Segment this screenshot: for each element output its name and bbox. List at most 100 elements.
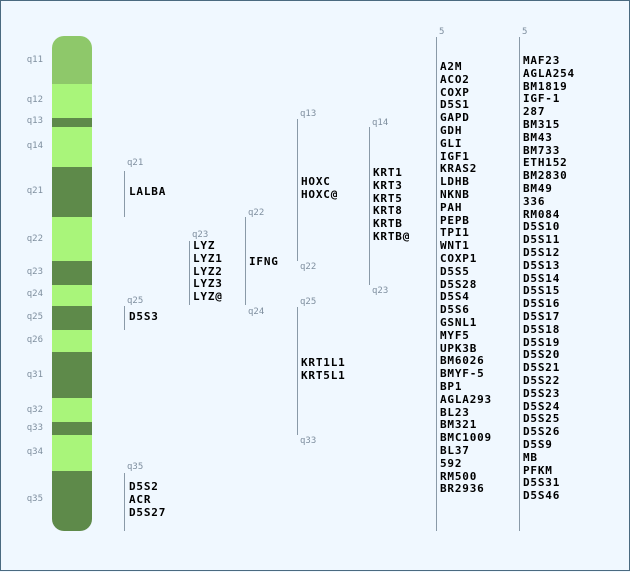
gene-label[interactable]: LYZ bbox=[193, 239, 216, 252]
gene-label[interactable]: D5S22 bbox=[523, 373, 561, 387]
gene-label[interactable]: COXP bbox=[440, 85, 470, 99]
gene-label[interactable]: COXP1 bbox=[440, 251, 478, 265]
gene-label[interactable]: RM500 bbox=[440, 469, 478, 483]
gene-label[interactable]: ACR bbox=[129, 492, 152, 506]
gene-label[interactable]: BL37 bbox=[440, 443, 470, 457]
gene-label[interactable]: 592 bbox=[440, 456, 463, 470]
gene-label[interactable]: D5S9 bbox=[523, 437, 553, 451]
gene-label[interactable]: KRT8 bbox=[373, 204, 403, 218]
gene-label[interactable]: D5S15 bbox=[523, 284, 561, 298]
gene-label[interactable]: BM6026 bbox=[440, 354, 485, 368]
gene-label[interactable]: KRT5L1 bbox=[301, 368, 346, 382]
gene-label[interactable]: WNT1 bbox=[440, 239, 470, 253]
gene-label[interactable]: D5S21 bbox=[523, 361, 561, 375]
band-q34[interactable] bbox=[52, 435, 92, 471]
gene-label[interactable]: D5S3 bbox=[129, 310, 159, 323]
gene-label[interactable]: D5S26 bbox=[523, 425, 561, 439]
band-q33[interactable] bbox=[52, 422, 92, 435]
band-q22[interactable] bbox=[52, 217, 92, 261]
gene-label[interactable]: MB bbox=[523, 450, 538, 464]
gene-label[interactable]: BMYF-5 bbox=[440, 367, 485, 381]
gene-label[interactable]: D5S17 bbox=[523, 309, 561, 323]
band-q25[interactable] bbox=[52, 306, 92, 330]
gene-label[interactable]: 336 bbox=[523, 194, 546, 208]
gene-label[interactable]: LYZ2 bbox=[193, 264, 223, 278]
gene-label[interactable]: D5S10 bbox=[523, 220, 561, 234]
gene-label[interactable]: BL23 bbox=[440, 405, 470, 419]
gene-label[interactable]: AGLA254 bbox=[523, 66, 575, 80]
gene-label[interactable]: KRT1L1 bbox=[301, 356, 346, 369]
band-q14[interactable] bbox=[52, 127, 92, 167]
gene-label[interactable]: KRT5 bbox=[373, 191, 403, 205]
gene-label[interactable]: GAPD bbox=[440, 111, 470, 125]
gene-label[interactable]: D5S31 bbox=[523, 476, 561, 490]
gene-label[interactable]: BMC1009 bbox=[440, 431, 492, 445]
band-q35[interactable] bbox=[52, 471, 92, 531]
gene-label[interactable]: KRT1 bbox=[373, 166, 403, 179]
band-q21[interactable] bbox=[52, 167, 92, 217]
gene-label[interactable]: BP1 bbox=[440, 379, 463, 393]
gene-label[interactable]: D5S4 bbox=[440, 290, 470, 304]
gene-label[interactable]: D5S23 bbox=[523, 386, 561, 400]
gene-label[interactable]: RM084 bbox=[523, 207, 561, 221]
gene-label[interactable]: D5S46 bbox=[523, 489, 561, 503]
gene-label[interactable]: BM2830 bbox=[523, 169, 568, 183]
gene-label[interactable]: ETH152 bbox=[523, 156, 568, 170]
band-q26[interactable] bbox=[52, 330, 92, 352]
gene-label[interactable]: MAF23 bbox=[523, 54, 561, 67]
gene-label[interactable]: BR2936 bbox=[440, 482, 485, 496]
band-q23[interactable] bbox=[52, 261, 92, 285]
gene-label[interactable]: LDHB bbox=[440, 175, 470, 189]
gene-label[interactable]: LYZ@ bbox=[193, 290, 223, 304]
band-q24[interactable] bbox=[52, 285, 92, 306]
gene-label[interactable]: D5S11 bbox=[523, 233, 561, 247]
gene-label[interactable]: 287 bbox=[523, 105, 546, 119]
band-q32[interactable] bbox=[52, 398, 92, 422]
gene-label[interactable]: D5S25 bbox=[523, 412, 561, 426]
gene-label[interactable]: D5S1 bbox=[440, 98, 470, 112]
gene-label[interactable]: D5S24 bbox=[523, 399, 561, 413]
gene-label[interactable]: ACO2 bbox=[440, 72, 470, 86]
gene-label[interactable]: D5S14 bbox=[523, 271, 561, 285]
gene-label[interactable]: BM1819 bbox=[523, 79, 568, 93]
gene-label[interactable]: GDH bbox=[440, 123, 463, 137]
gene-label[interactable]: IFNG bbox=[249, 255, 279, 268]
gene-label[interactable]: PEPB bbox=[440, 213, 470, 227]
gene-label[interactable]: A2M bbox=[440, 60, 463, 73]
gene-label[interactable]: D5S28 bbox=[440, 277, 478, 291]
gene-label[interactable]: KRTB@ bbox=[373, 229, 411, 243]
gene-label[interactable]: BM43 bbox=[523, 130, 553, 144]
gene-label[interactable]: KRTB bbox=[373, 217, 403, 231]
gene-label[interactable]: IGF1 bbox=[440, 149, 470, 163]
gene-label[interactable]: AGLA293 bbox=[440, 392, 492, 406]
gene-label[interactable]: D5S12 bbox=[523, 245, 561, 259]
gene-label[interactable]: HOXC bbox=[301, 175, 331, 188]
gene-label[interactable]: BM315 bbox=[523, 117, 561, 131]
gene-label[interactable]: PAH bbox=[440, 200, 463, 214]
gene-label[interactable]: D5S18 bbox=[523, 322, 561, 336]
gene-label[interactable]: D5S20 bbox=[523, 348, 561, 362]
gene-label[interactable]: D5S2 bbox=[129, 480, 159, 493]
gene-label[interactable]: D5S16 bbox=[523, 297, 561, 311]
gene-label[interactable]: TPI1 bbox=[440, 226, 470, 240]
gene-label[interactable]: LYZ1 bbox=[193, 251, 223, 265]
gene-label[interactable]: D5S5 bbox=[440, 264, 470, 278]
gene-label[interactable]: BM321 bbox=[440, 418, 478, 432]
gene-label[interactable]: LYZ3 bbox=[193, 277, 223, 291]
gene-label[interactable]: GLI bbox=[440, 136, 463, 150]
gene-label[interactable]: BM49 bbox=[523, 181, 553, 195]
gene-label[interactable]: PFKM bbox=[523, 463, 553, 477]
gene-label[interactable]: D5S13 bbox=[523, 258, 561, 272]
gene-label[interactable]: MYF5 bbox=[440, 328, 470, 342]
gene-label[interactable]: NKNB bbox=[440, 187, 470, 201]
band-q11[interactable] bbox=[52, 36, 92, 84]
gene-label[interactable]: LALBA bbox=[129, 185, 167, 198]
gene-label[interactable]: IGF-1 bbox=[523, 92, 561, 106]
band-q31[interactable] bbox=[52, 352, 92, 398]
gene-label[interactable]: BM733 bbox=[523, 143, 561, 157]
gene-label[interactable]: KRAS2 bbox=[440, 162, 478, 176]
gene-label[interactable]: UPK3B bbox=[440, 341, 478, 355]
gene-label[interactable]: HOXC@ bbox=[301, 187, 339, 201]
gene-label[interactable]: KRT3 bbox=[373, 178, 403, 192]
band-q12[interactable] bbox=[52, 84, 92, 118]
